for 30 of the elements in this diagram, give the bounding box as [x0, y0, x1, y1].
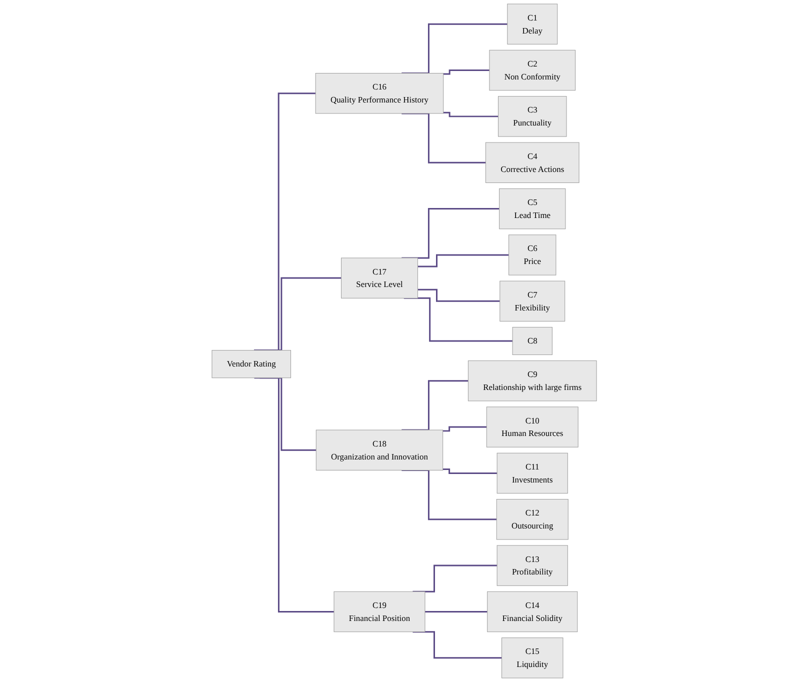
- connector: [254, 377, 334, 612]
- node-box: C2 Non Conformity: [488, 50, 576, 91]
- node-box: C10 Human Resources: [486, 406, 578, 448]
- node-box: C17 Service Level: [340, 258, 418, 298]
- connector: [443, 70, 490, 75]
- node-box: C4 Corrective Actions: [485, 142, 580, 183]
- connector: [443, 112, 498, 118]
- node-box: C16 Quality Performance History: [315, 73, 444, 114]
- node-box: C8: [512, 326, 552, 356]
- connector: [442, 468, 497, 474]
- node-box: C12 Outsourcing: [496, 499, 568, 540]
- connector: [417, 254, 509, 268]
- node-box: C5 Lead Time: [498, 188, 566, 230]
- node-box: C1 Delay: [506, 4, 558, 44]
- node-box: C11 Investments: [496, 452, 568, 494]
- node-box: C18 Organization and Innovation: [316, 430, 443, 470]
- connector: [412, 564, 497, 592]
- connector: [442, 426, 486, 432]
- node-box: C3 Punctuality: [498, 96, 566, 137]
- node-box: C19 Financial Position: [333, 591, 425, 632]
- node-box: C6 Price: [508, 234, 556, 276]
- node-box: Vendor Rating: [211, 350, 291, 378]
- connector: [417, 288, 500, 302]
- node-box: C14 Financial Solidity: [486, 591, 578, 632]
- node-box: C9 Relationship with large firms: [468, 360, 597, 402]
- node-box: C13 Profitability: [496, 545, 568, 586]
- connector: [424, 610, 488, 612]
- node-box: C15 Liquidity: [501, 638, 563, 678]
- node-box: C7 Flexibility: [499, 280, 565, 322]
- connector: [412, 631, 502, 659]
